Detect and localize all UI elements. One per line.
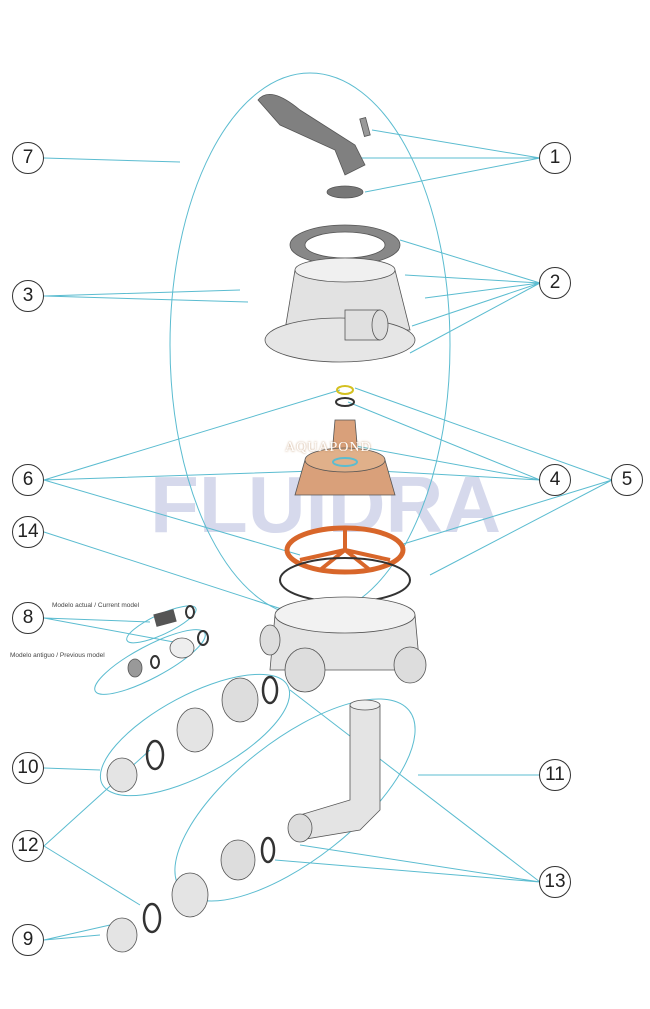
note-previous-model: Modelo antiguo / Previous model (10, 652, 105, 659)
ellipse-10 (99, 673, 291, 797)
callout-9: 9 (12, 924, 44, 956)
callout-12: 12 (12, 830, 44, 862)
callout-4: 4 (539, 464, 571, 496)
callout-13: 13 (539, 866, 571, 898)
callout-2: 2 (539, 267, 571, 299)
elbow-pipe (299, 704, 381, 841)
callout-10: 10 (12, 752, 44, 784)
callout-6: 6 (12, 464, 44, 496)
washer (326, 185, 364, 199)
callout-14: 14 (12, 516, 44, 548)
pin (359, 117, 371, 137)
callout-7: 7 (12, 142, 44, 174)
note-current-model: Modelo actual / Current model (52, 602, 140, 609)
o-ring-yellow (336, 385, 354, 395)
watermark-sub: AQUAPOND (285, 440, 372, 455)
callout-3: 3 (12, 280, 44, 312)
ellipse-8b (94, 629, 206, 695)
handle (257, 93, 366, 176)
callout-1: 1 (539, 142, 571, 174)
callout-8: 8 (12, 602, 44, 634)
callout-11: 11 (539, 759, 571, 791)
callout-5: 5 (611, 464, 643, 496)
o-ring-large (279, 557, 411, 603)
